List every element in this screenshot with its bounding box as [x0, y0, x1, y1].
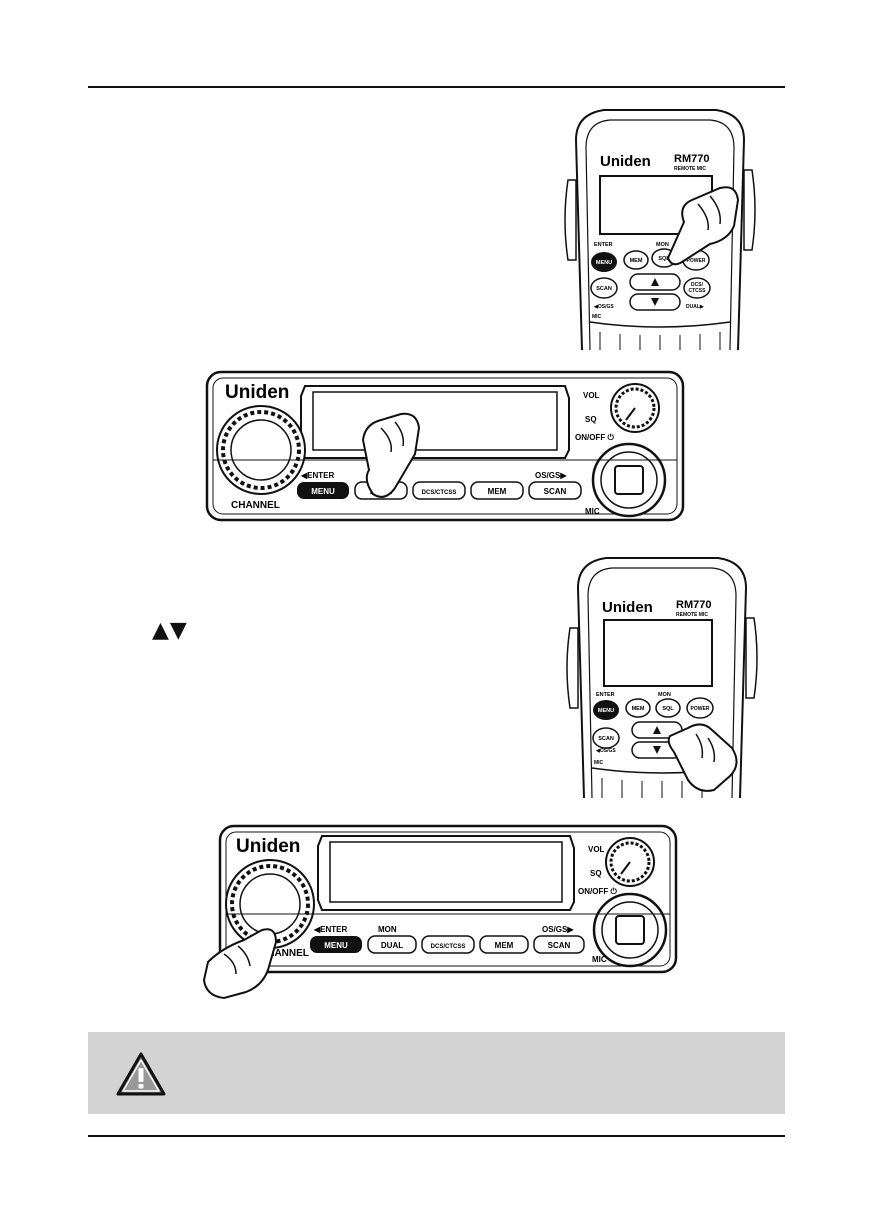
remote-osgs-label: ◀OS/GS: [595, 748, 616, 754]
radio-enter-label: ◀ENTER: [300, 471, 334, 480]
remote-mem-button[interactable]: MEM: [625, 698, 651, 718]
radio-enter-label: ◀ENTER: [313, 925, 347, 934]
radio-figure-1: Uniden CHANNEL VOL SQ ON/OFF ⏻ MIC ◀ENTE…: [205, 368, 685, 524]
remote-model-sub: REMOTE MIC: [676, 612, 708, 618]
radio-brand-logo: Uniden: [236, 836, 300, 857]
svg-text:MEM: MEM: [495, 941, 514, 950]
onoff-label: ON/OFF ⏻: [578, 887, 617, 896]
channel-label: CHANNEL: [231, 500, 280, 511]
radio-mem-button[interactable]: MEM: [470, 481, 524, 500]
radio-brand-logo: Uniden: [225, 382, 289, 403]
radio-osgs-label: OS/GS▶: [535, 471, 567, 480]
channel-knob[interactable]: [216, 405, 306, 495]
remote-mic-label: MIC: [594, 760, 604, 766]
mic-jack[interactable]: [592, 892, 668, 968]
remote-mic-figure-2: Uniden RM770 REMOTE MIC ENTER MON MENU M…: [562, 548, 762, 798]
remote-model: RM770: [676, 599, 711, 611]
svg-text:DCS/: DCS/: [691, 282, 704, 288]
volume-knob[interactable]: [610, 383, 660, 433]
pointing-hand-icon: [361, 412, 421, 498]
svg-text:SCAN: SCAN: [596, 286, 612, 292]
remote-model-sub: REMOTE MIC: [674, 166, 706, 172]
remote-menu-button[interactable]: MENU: [593, 700, 619, 720]
radio-scan-button[interactable]: SCAN: [528, 481, 582, 500]
remote-scan-button[interactable]: SCAN: [590, 277, 618, 299]
svg-text:SCAN: SCAN: [548, 941, 571, 950]
mic-jack[interactable]: [591, 442, 667, 518]
pointing-hand-icon: [666, 186, 740, 266]
svg-text:MENU: MENU: [311, 487, 335, 496]
vol-label: VOL: [588, 845, 605, 854]
pointing-hand-icon: [202, 928, 278, 1000]
remote-power-button[interactable]: POWER: [686, 697, 714, 719]
radio-mic-label: MIC: [592, 955, 607, 964]
svg-text:SCAN: SCAN: [598, 736, 614, 742]
warning-box: [88, 1032, 785, 1114]
svg-text:DCS/CTCSS: DCS/CTCSS: [431, 944, 466, 950]
svg-text:SCAN: SCAN: [544, 487, 567, 496]
warning-triangle-icon: [116, 1052, 166, 1096]
radio-dcs-button[interactable]: DCS/CTCSS: [421, 935, 475, 954]
radio-dcs-button[interactable]: DCS/CTCSS: [412, 481, 466, 500]
remote-sql-button[interactable]: SQL: [655, 698, 681, 718]
svg-text:POWER: POWER: [687, 258, 706, 264]
svg-text:SQL: SQL: [662, 706, 674, 712]
remote-dcs-button[interactable]: DCS/ CTCSS: [683, 277, 711, 299]
svg-text:MENU: MENU: [324, 941, 348, 950]
svg-text:DUAL: DUAL: [381, 941, 403, 950]
radio-osgs-label: OS/GS▶: [542, 925, 574, 934]
remote-dual-label: DUAL▶: [686, 304, 705, 310]
remote-down-button[interactable]: [629, 293, 681, 311]
radio-menu-button[interactable]: MENU: [297, 482, 349, 499]
radio-scan-button[interactable]: SCAN: [533, 935, 585, 954]
radio-menu-button[interactable]: MENU: [310, 936, 362, 953]
svg-text:POWER: POWER: [691, 706, 710, 712]
remote-brand-logo: Uniden: [600, 153, 651, 170]
remote-mic-label: MIC: [592, 314, 602, 320]
channel-label: CHANNEL: [260, 948, 309, 959]
remote-mic-figure-1: Uniden RM770 REMOTE MIC ENTER MON MENU M…: [560, 100, 760, 350]
onoff-label: ON/OFF ⏻: [575, 433, 614, 442]
up-down-arrows: ▲▼: [152, 618, 188, 643]
vol-label: VOL: [583, 391, 600, 400]
radio-mon-label: MON: [378, 925, 397, 934]
svg-text:MEM: MEM: [488, 487, 507, 496]
svg-text:MEM: MEM: [632, 706, 645, 712]
remote-model: RM770: [674, 153, 709, 165]
svg-text:CTCSS: CTCSS: [689, 288, 707, 294]
svg-text:SQL: SQL: [658, 256, 670, 262]
radio-mem-button[interactable]: MEM: [479, 935, 529, 954]
header-rule: [88, 86, 785, 88]
svg-text:MENU: MENU: [598, 708, 614, 714]
radio-dual-button[interactable]: DUAL: [367, 935, 417, 954]
svg-text:MEM: MEM: [630, 258, 643, 264]
pointing-hand-icon: [667, 723, 738, 792]
svg-text:DCS/CTCSS: DCS/CTCSS: [422, 490, 457, 496]
remote-menu-button[interactable]: MENU: [591, 252, 617, 272]
remote-brand-logo: Uniden: [602, 599, 653, 616]
remote-mem-button[interactable]: MEM: [623, 250, 649, 270]
remote-mon-label: MON: [656, 242, 669, 248]
sq-label: SQ: [590, 869, 602, 878]
remote-up-button[interactable]: [629, 273, 681, 291]
remote-scan-button[interactable]: SCAN: [592, 727, 620, 749]
volume-knob[interactable]: [605, 837, 655, 887]
remote-enter-label: ENTER: [596, 692, 615, 698]
remote-enter-label: ENTER: [594, 242, 613, 248]
remote-osgs-label: ◀OS/GS: [593, 304, 614, 310]
radio-mic-label: MIC: [585, 507, 600, 516]
svg-text:MENU: MENU: [596, 260, 612, 266]
remote-mon-label: MON: [658, 692, 671, 698]
sq-label: SQ: [585, 415, 597, 424]
footer-rule: [88, 1135, 785, 1137]
radio-figure-2: Uniden CHANNEL VOL SQ ON/OFF ⏻ MIC ◀ENTE…: [200, 822, 680, 1002]
